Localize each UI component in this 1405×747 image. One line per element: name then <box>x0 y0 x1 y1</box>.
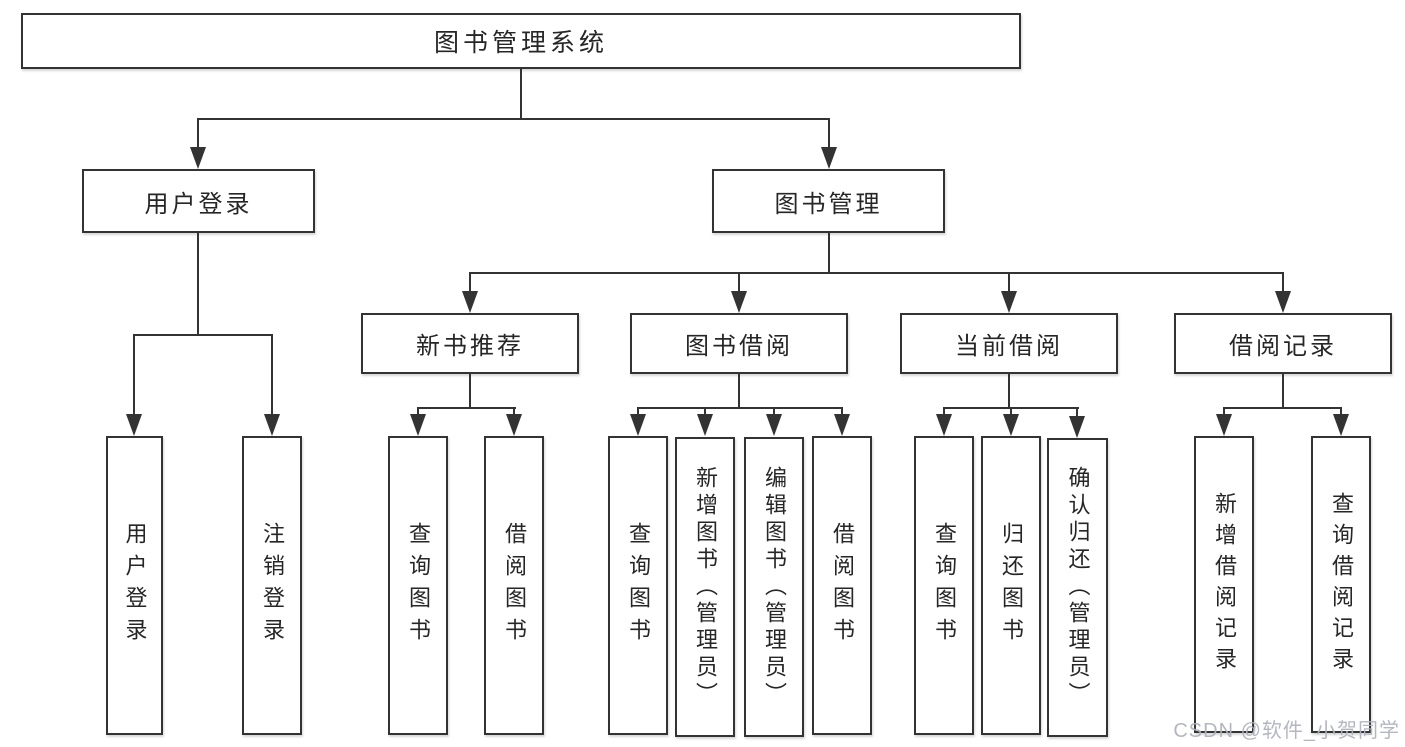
arrow-down-icon <box>697 414 713 436</box>
node-group-book-borrow: 图书借阅 <box>630 313 848 374</box>
arrow-down-icon <box>506 414 522 436</box>
connector-line <box>1008 374 1010 409</box>
arrow-down-icon <box>936 414 952 436</box>
node-root: 图书管理系统 <box>21 13 1021 69</box>
connector-line <box>1282 374 1284 409</box>
connector-line <box>520 68 522 120</box>
node-leaf-edit-book-admin: 编辑图书（管理员） <box>744 437 804 737</box>
connector-line <box>738 374 740 409</box>
node-leaf-query-borrow-record: 查询借阅记录 <box>1311 436 1371 733</box>
connector-line <box>197 118 199 154</box>
node-group-new-book-recommend: 新书推荐 <box>361 313 579 374</box>
node-leaf-add-book-admin: 新增图书（管理员） <box>675 437 735 737</box>
connector-line <box>738 272 740 296</box>
connector-line <box>637 407 843 409</box>
connector-line <box>1008 272 1010 296</box>
arrow-down-icon <box>462 291 478 313</box>
arrow-down-icon <box>1333 414 1349 436</box>
node-leaf-confirm-return-admin: 确认归还（管理员） <box>1047 438 1108 737</box>
node-leaf-query-books-borrow: 查询图书 <box>608 436 668 735</box>
connector-line <box>133 334 135 418</box>
node-group-current-borrow: 当前借阅 <box>900 313 1118 374</box>
arrow-down-icon <box>834 414 850 436</box>
connector-line <box>197 233 199 336</box>
connector-line <box>1282 272 1284 296</box>
connector-line <box>828 118 830 154</box>
arrow-down-icon <box>1003 414 1019 436</box>
arrow-down-icon <box>190 147 206 169</box>
connector-line <box>469 272 1284 274</box>
node-user-login-branch: 用户登录 <box>82 169 315 233</box>
arrow-down-icon <box>126 414 142 436</box>
arrow-down-icon <box>630 414 646 436</box>
arrow-down-icon <box>1275 291 1291 313</box>
node-leaf-query-books-recommend: 查询图书 <box>388 436 448 735</box>
arrow-down-icon <box>731 291 747 313</box>
arrow-down-icon <box>264 414 280 436</box>
node-leaf-query-books-current: 查询图书 <box>914 436 974 735</box>
arrow-down-icon <box>1069 416 1085 438</box>
node-leaf-user-login: 用户登录 <box>106 436 163 735</box>
connector-line <box>469 374 471 409</box>
connector-line <box>133 334 273 336</box>
connector-line <box>1223 407 1342 409</box>
node-leaf-return-books: 归还图书 <box>981 436 1041 735</box>
connector-line <box>271 334 273 418</box>
connector-line <box>1076 407 1078 422</box>
connector-line <box>828 233 830 274</box>
node-leaf-borrow-books-borrow: 借阅图书 <box>812 436 872 735</box>
arrow-down-icon <box>1001 291 1017 313</box>
connector-line <box>197 118 830 120</box>
arrow-down-icon <box>821 147 837 169</box>
connector-line <box>417 407 516 409</box>
arrow-down-icon <box>766 414 782 436</box>
node-leaf-borrow-books-recommend: 借阅图书 <box>484 436 544 735</box>
arrow-down-icon <box>1216 414 1232 436</box>
arrow-down-icon <box>410 414 426 436</box>
node-group-borrow-records: 借阅记录 <box>1174 313 1392 374</box>
node-leaf-add-borrow-record: 新增借阅记录 <box>1194 436 1254 733</box>
connector-line <box>469 272 471 296</box>
csdn-watermark: CSDN @软件_小贺同学 <box>1173 720 1400 742</box>
node-book-management-branch: 图书管理 <box>712 169 945 233</box>
node-leaf-logout: 注销登录 <box>242 436 302 735</box>
